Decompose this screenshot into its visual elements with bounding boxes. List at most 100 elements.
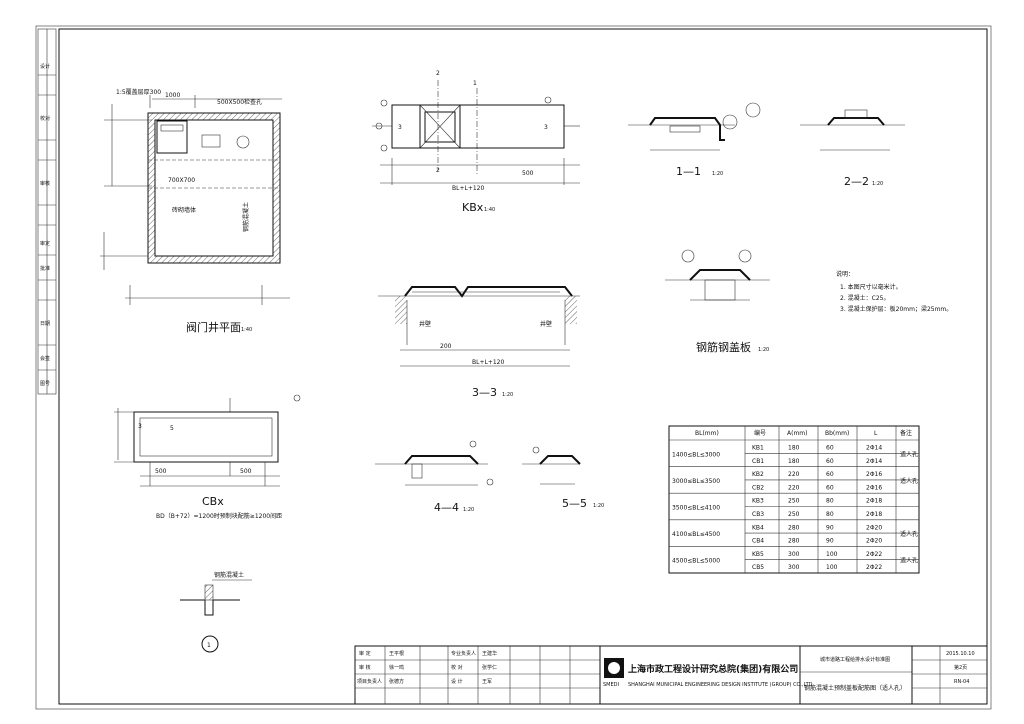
- table-cell: 300: [788, 564, 800, 571]
- kbx-scale: 1:40: [484, 207, 495, 213]
- plan-rebar-label: 钢筋混凝土: [242, 202, 250, 232]
- sec33-wall-left: 井壁: [419, 320, 431, 328]
- side-label: 日期: [40, 321, 50, 327]
- table-cell: 2Φ22: [866, 551, 882, 558]
- table-cell: 100: [826, 564, 838, 571]
- side-label: 审核: [40, 180, 50, 187]
- table-cell: KB4: [752, 524, 764, 531]
- table-cell: 4100≤BL≤4500: [672, 531, 720, 538]
- note-3: 3. 混凝土保护层：板20mm；梁25mm。: [840, 305, 952, 313]
- sec22-title: 2—2: [844, 175, 869, 188]
- table-cell: 2Φ14: [866, 445, 882, 452]
- table-cell: 60: [826, 471, 834, 478]
- table-cell: 220: [788, 471, 800, 478]
- sec55-scale: 1:20: [593, 503, 604, 509]
- side-label: 审定: [40, 240, 50, 247]
- table-cell: 2Φ20: [866, 538, 882, 545]
- kbx-dim-bl: BL+L+120: [452, 185, 484, 192]
- section-1-1: 1—1 1:20: [628, 102, 761, 178]
- sec11-title: 1—1: [676, 165, 701, 178]
- sec33-scale: 1:20: [502, 392, 513, 398]
- table-cell: 2Φ22: [866, 564, 882, 571]
- sec22-scale: 1:20: [872, 181, 883, 187]
- table-cell: 适人孔: [900, 450, 918, 458]
- plan-wall-label: 砖砌墙体: [172, 206, 196, 214]
- sec33-dim-bl: BL+L+120: [472, 359, 504, 366]
- note-2: 2. 混凝土：C25。: [840, 294, 889, 302]
- table-cell: KB5: [752, 551, 764, 558]
- table-cell: 250: [788, 511, 800, 518]
- table-header: A(mm): [787, 430, 807, 437]
- table-cell: 适人孔: [900, 477, 918, 485]
- table-cell: 90: [826, 538, 834, 545]
- table-cell: 60: [826, 458, 834, 465]
- company-logo: SMEDI: [603, 658, 624, 688]
- table-cell: 2Φ20: [866, 524, 882, 531]
- schedule-table: BL(mm) 编号 A(mm) Bb(mm) L 备注 1400≤BL≤3000…: [668, 425, 920, 574]
- plan-dim-700: 700X700: [168, 177, 195, 184]
- tb-role: 项目负责人: [357, 678, 382, 685]
- binding-strip: 设计 校对 审核 审定 批准 日期 会签 图号: [37, 28, 57, 395]
- side-label: 图号: [40, 381, 50, 387]
- table-cell: 60: [826, 445, 834, 452]
- table-cell: 4500≤BL≤5000: [672, 558, 720, 565]
- table-cell: 2Φ14: [866, 458, 882, 465]
- svg-text:1: 1: [473, 80, 477, 87]
- tb-role: 校 对: [451, 664, 463, 671]
- table-cell: 180: [788, 445, 800, 452]
- svg-text:500: 500: [240, 468, 252, 475]
- valve-well-plan: 1000 1:5覆盖层厚300 500X500检查孔 700X700 砖砌墙体 …: [100, 88, 290, 334]
- tb-drawing-no: RN-04: [954, 679, 969, 685]
- table-cell: 100: [826, 551, 838, 558]
- table-cell: KB3: [752, 498, 764, 505]
- sec44-title: 4—4: [434, 501, 459, 514]
- section-2-2: 2—2 1:20: [800, 109, 905, 188]
- plan-title: 阀门井平面: [186, 320, 241, 334]
- table-cell: 80: [826, 511, 834, 518]
- tb-role: 专业负责人: [451, 650, 476, 657]
- drawing-name: 钢筋混凝土预制盖板配筋图（适人孔）: [804, 684, 906, 692]
- side-label: 校对: [40, 115, 50, 122]
- svg-text:2: 2: [436, 70, 440, 77]
- svg-text:3: 3: [398, 124, 402, 131]
- table-header: 备注: [900, 429, 912, 437]
- table-cell: 2Φ16: [866, 484, 882, 491]
- note-1: 1. 本图尺寸以毫米计。: [840, 283, 902, 291]
- sec44-scale: 1:20: [463, 507, 474, 513]
- section-3-3: 200 BL+L+120 井壁 井壁 3—3 1:20: [378, 286, 580, 399]
- project-name: 城市道路工程给排水设计标准图: [820, 656, 890, 663]
- table-cell: 180: [788, 458, 800, 465]
- svg-text:500: 500: [155, 468, 167, 475]
- table-cell: 适人孔: [900, 557, 918, 565]
- side-label: 批准: [40, 265, 50, 272]
- kbx-plan: 2 1 3 3 500 BL+L+120 2 KBx 1:40: [372, 70, 580, 214]
- table-cell: CB5: [752, 564, 764, 571]
- steel-title: 钢筋钢盖板: [696, 340, 751, 354]
- table-header: Bb(mm): [825, 430, 849, 437]
- detail-note: 钢筋混凝土: [214, 571, 244, 579]
- plan-dim-1000: 1000: [165, 92, 180, 99]
- table-cell: 90: [826, 524, 834, 531]
- table-cell: 280: [788, 538, 800, 545]
- tb-role: 设 计: [451, 678, 463, 685]
- tb-sheet: 第2页: [954, 664, 967, 671]
- table-cell: 2Φ16: [866, 471, 882, 478]
- table-header: BL(mm): [695, 430, 719, 437]
- svg-text:2: 2: [436, 167, 440, 174]
- sec33-dim-200: 200: [440, 343, 452, 350]
- table-cell: CB3: [752, 511, 764, 518]
- sec33-wall-right: 井壁: [540, 320, 552, 328]
- section-5-5: 5—5 1:20: [522, 446, 604, 510]
- cbx-plan: 3 5 500 500 CBx BD（B+72）=1200时预制块配筋≥1200…: [114, 394, 301, 520]
- table-cell: CB1: [752, 458, 764, 465]
- plan-box-label: 500X500检查孔: [217, 98, 262, 106]
- tb-name: 徐一鸣: [389, 664, 404, 671]
- table-cell: 220: [788, 484, 800, 491]
- table-cell: 适人孔: [900, 530, 918, 538]
- sec33-title: 3—3: [472, 386, 497, 399]
- detail-1: 钢筋混凝土 1: [180, 571, 252, 653]
- cbx-title: CBx: [202, 495, 224, 508]
- plan-top-note: 1:5覆盖层厚300: [116, 88, 161, 96]
- section-4-4: 4—4 1:20: [375, 440, 494, 514]
